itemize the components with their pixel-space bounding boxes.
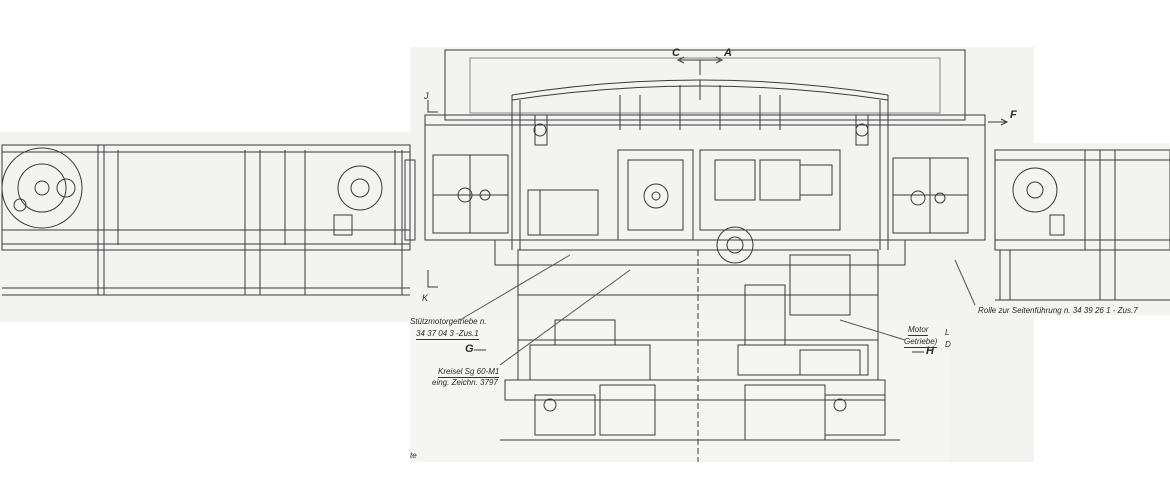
section-label-k: K: [422, 293, 429, 303]
section-label-f: F: [1010, 109, 1017, 121]
base-structure: [500, 250, 900, 462]
getriebe-label: Getriebe): [904, 337, 938, 348]
corner-fragment: te: [410, 451, 417, 460]
right-roller-housing: [994, 149, 1170, 301]
bottom-sheet: [410, 320, 950, 462]
motor-label: Motor: [908, 325, 929, 336]
rolle-label: Rolle zur Seitenführung n. 34 39 26 1 - …: [978, 306, 1138, 315]
stuetzmotor-ref: 34 37 04 3 -Zus.1: [416, 329, 479, 340]
left-wheel-outer: [1, 147, 83, 229]
section-label-a: A: [724, 47, 732, 59]
right-sheet: [985, 143, 1170, 315]
right-wheel: [1012, 167, 1058, 213]
suspension-rods: [533, 80, 869, 146]
section-label-g: G: [465, 343, 474, 355]
leader-lines: [459, 254, 976, 366]
section-label-c: C: [672, 47, 680, 59]
left-roller-housing: [1, 144, 416, 296]
section-label-h: H: [926, 345, 934, 357]
stuetzmotor-title: Stützmotorgetriebe n.: [410, 317, 487, 326]
left-wheel-inner: [337, 165, 383, 211]
section-arrows: [427, 56, 1009, 353]
section-label-j: J: [424, 91, 429, 101]
side-label-d: D: [945, 340, 951, 349]
kreisel-title: Kreisel Sg 60-M1: [438, 367, 500, 378]
kreisel-ref: eing. Zeichn. 3797: [432, 378, 498, 387]
left-sheet: [0, 132, 412, 322]
side-label-l: L: [945, 328, 950, 337]
